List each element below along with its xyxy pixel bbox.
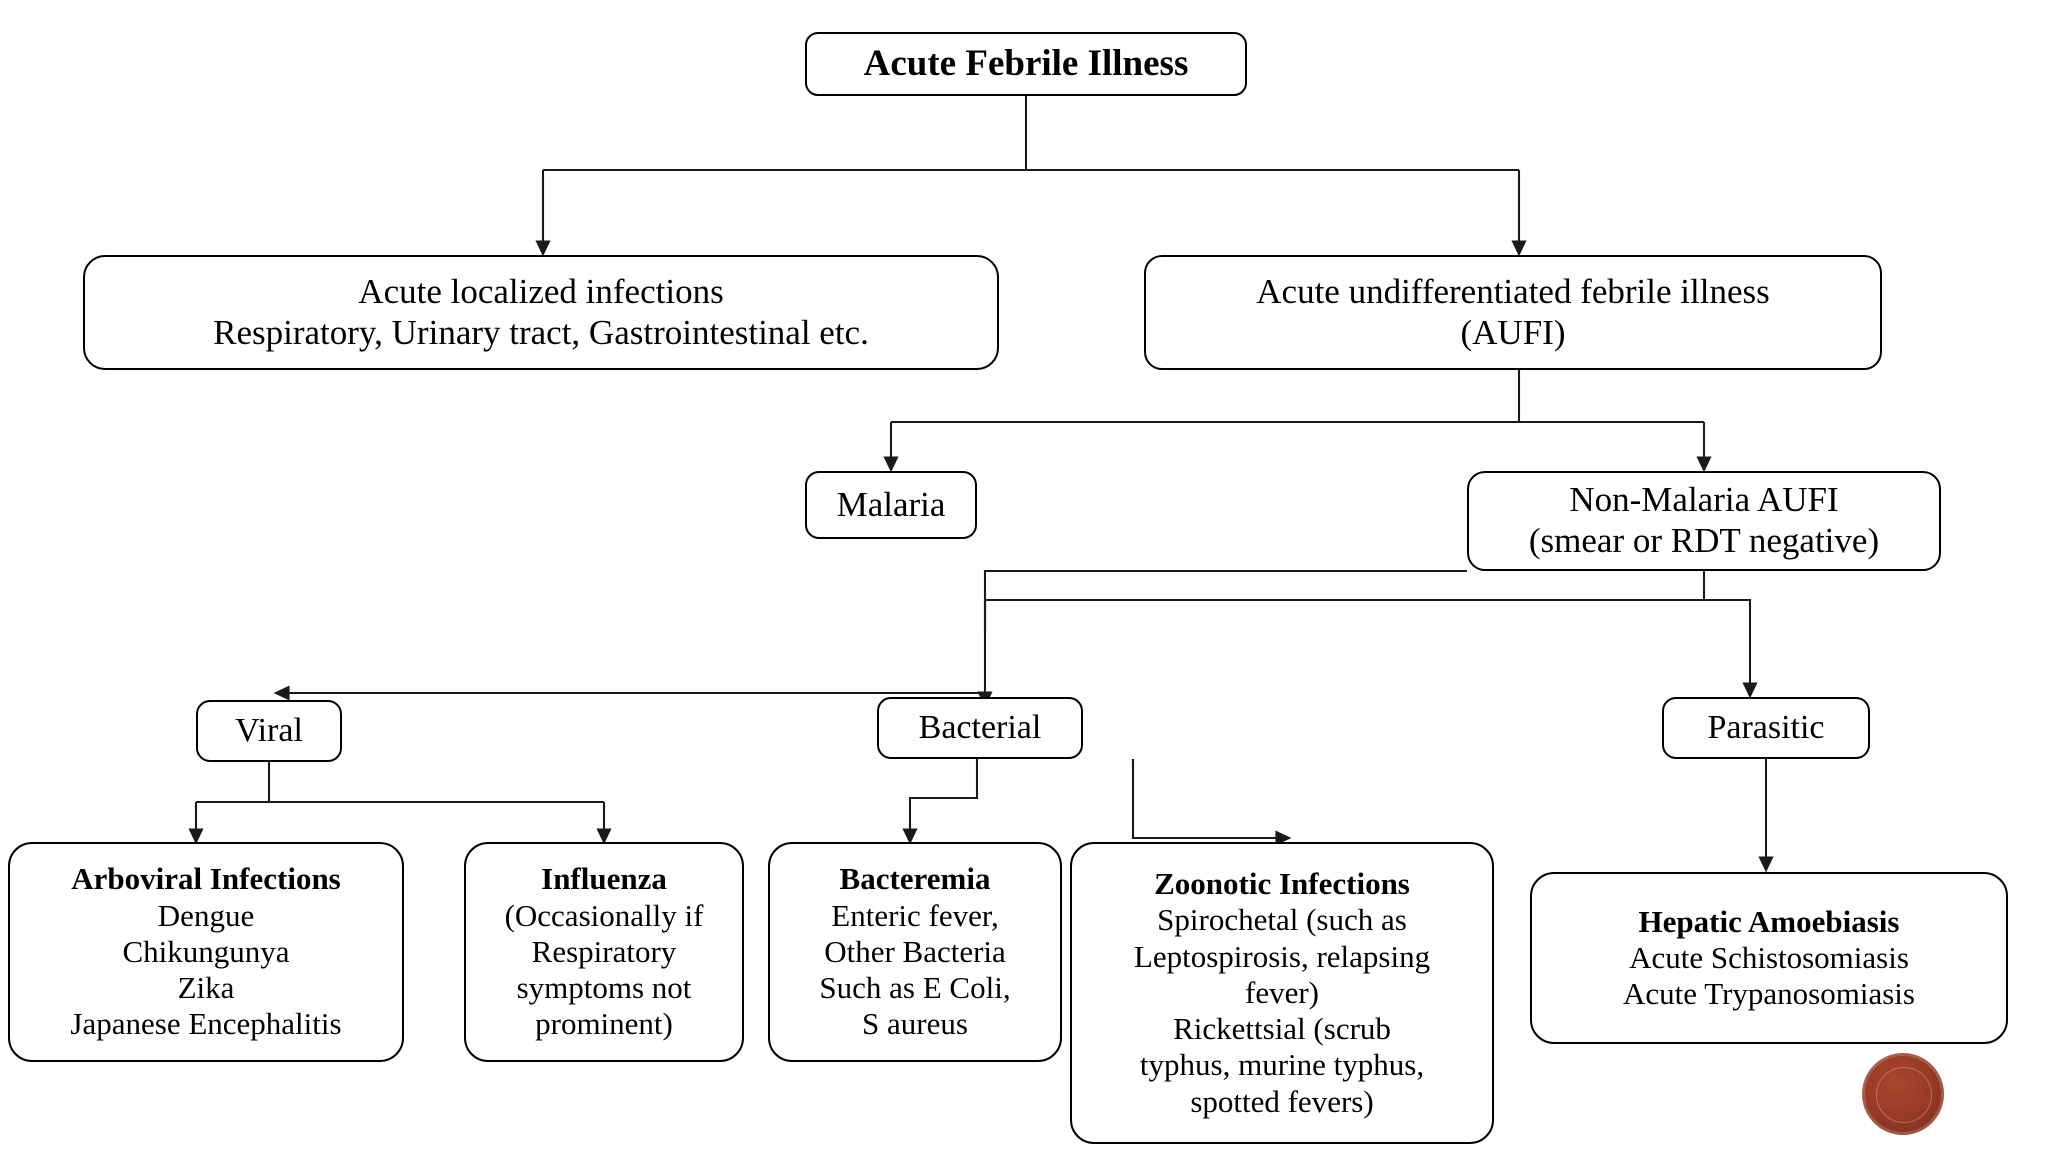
- node-line-1: (Occasionally if: [504, 897, 704, 933]
- node-acute-febrile-illness[interactable]: Acute Febrile Illness: [805, 32, 1247, 96]
- node-parasitic[interactable]: Parasitic: [1662, 697, 1870, 759]
- node-line-2: Chikungunya: [122, 933, 290, 969]
- node-line-4: Japanese Encephalitis: [70, 1006, 342, 1042]
- edge-nonmalaria-bus-right: [1704, 598, 1758, 699]
- node-line-1: Enteric fever,: [831, 897, 999, 933]
- node-arboviral-infections[interactable]: Arboviral Infections Dengue Chikungunya …: [8, 842, 404, 1062]
- node-line-1: Spirochetal (such as: [1157, 902, 1407, 938]
- node-line-2: Leptospirosis, relapsing: [1133, 938, 1431, 974]
- node-line-1: Viral: [235, 712, 303, 750]
- node-influenza[interactable]: Influenza (Occasionally if Respiratory s…: [464, 842, 744, 1062]
- node-line-2: (smear or RDT negative): [1528, 521, 1880, 560]
- node-line-1: Dengue: [157, 897, 255, 933]
- node-title: Bacteremia: [839, 861, 991, 897]
- node-line-3: Such as E Coli,: [819, 970, 1011, 1006]
- node-viral[interactable]: Viral: [196, 700, 342, 762]
- edge-nonmalaria-left-stub: [983, 569, 1467, 629]
- node-line-4: S aureus: [862, 1006, 968, 1042]
- node-acute-undifferentiated-febrile-illness[interactable]: Acute undifferentiated febrile illness (…: [1144, 255, 1882, 370]
- node-line-3: fever): [1245, 974, 1319, 1010]
- node-line-1: Bacterial: [918, 709, 1042, 747]
- node-zoonotic-infections[interactable]: Zoonotic Infections Spirochetal (such as…: [1070, 842, 1494, 1144]
- node-line-2: Respiratory, Urinary tract, Gastrointest…: [213, 312, 869, 352]
- node-line-2: Respiratory: [531, 933, 677, 969]
- node-bacterial[interactable]: Bacterial: [877, 697, 1083, 759]
- node-line-2: Other Bacteria: [824, 933, 1006, 969]
- node-line-1: Non-Malaria AUFI: [1569, 480, 1839, 520]
- node-line-2: (AUFI): [1460, 312, 1566, 352]
- node-non-malaria-aufi[interactable]: Non-Malaria AUFI (smear or RDT negative): [1467, 471, 1941, 571]
- node-title: Influenza: [541, 861, 667, 897]
- node-line-2: Acute Trypanosomiasis: [1623, 976, 1915, 1012]
- node-malaria[interactable]: Malaria: [805, 471, 977, 539]
- node-acute-localized-infections[interactable]: Acute localized infections Respiratory, …: [83, 255, 999, 370]
- node-title: Acute Febrile Illness: [863, 43, 1189, 85]
- node-bacteremia[interactable]: Bacteremia Enteric fever, Other Bacteria…: [768, 842, 1062, 1062]
- node-line-1: Parasitic: [1707, 709, 1825, 747]
- node-line-6: spotted fevers): [1190, 1083, 1374, 1119]
- node-line-1: Malaria: [836, 484, 946, 524]
- watermark-seal-icon: [1862, 1053, 1944, 1135]
- edge-bacterial-down-right: [1131, 759, 1292, 846]
- node-line-4: Rickettsial (scrub: [1173, 1011, 1391, 1047]
- node-line-4: prominent): [535, 1006, 673, 1042]
- edge-bacterial-down-left: [902, 759, 979, 845]
- node-line-1: Acute Schistosomiasis: [1629, 939, 1909, 975]
- node-line-1: Acute localized infections: [358, 271, 724, 311]
- node-title: Arboviral Infections: [71, 861, 341, 897]
- node-line-5: typhus, murine typhus,: [1139, 1047, 1425, 1083]
- node-title: Hepatic Amoebiasis: [1638, 903, 1900, 939]
- node-title: Zoonotic Infections: [1154, 866, 1410, 902]
- node-line-3: symptoms not: [516, 970, 692, 1006]
- node-hepatic-amoebiasis[interactable]: Hepatic Amoebiasis Acute Schistosomiasis…: [1530, 872, 2008, 1044]
- node-line-3: Zika: [177, 970, 235, 1006]
- node-line-1: Acute undifferentiated febrile illness: [1256, 271, 1770, 311]
- edge-nonmalaria-inner: [983, 598, 1704, 629]
